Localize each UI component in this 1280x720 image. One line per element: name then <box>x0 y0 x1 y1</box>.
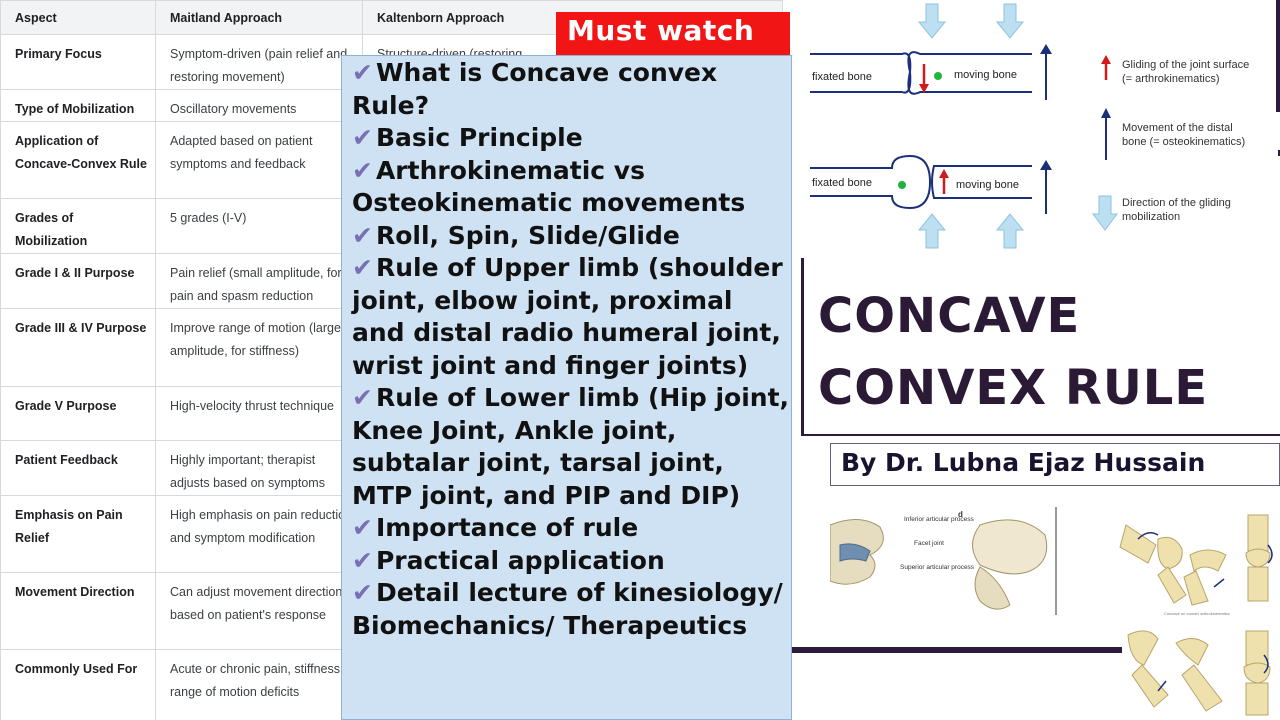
maitland-cell: Symptom-driven (pain relief and restorin… <box>155 34 363 90</box>
frame-edge <box>1276 0 1280 112</box>
topics-panel: ✔What is Concave convex Rule? ✔Basic Pri… <box>341 55 792 720</box>
bone-model-icon <box>1119 514 1271 716</box>
maitland-cell: Can adjust movement direction based on p… <box>155 572 363 650</box>
panel-letter: d <box>958 510 963 519</box>
aspect-cell: Grade III & IV Purpose <box>0 308 156 387</box>
fixated-bone-label: fixated bone <box>812 71 872 83</box>
must-watch-badge: Must watch <box>556 12 790 56</box>
vertebra-icon <box>829 519 1048 610</box>
maitland-cell: High-velocity thrust technique <box>155 386 363 441</box>
maitland-cell: 5 grades (I-V) <box>155 198 363 254</box>
lower-joint-figure <box>810 154 1047 214</box>
joint-illustrations: Concave on convex arthrokinematics <box>1118 505 1280 720</box>
red-arrowhead-icon <box>1101 55 1111 64</box>
check-icon: ✔ <box>352 513 373 542</box>
topic-item: ✔Rule of Upper limb (shoulder joint, elb… <box>352 252 791 382</box>
aspect-cell: Grade I & II Purpose <box>0 253 156 309</box>
legend-direction-line1: Direction of the gliding <box>1122 197 1231 209</box>
topic-text: Importance of rule <box>375 513 639 542</box>
topic-text: Practical application <box>375 545 665 575</box>
legend-gliding-line1: Gliding of the joint surface <box>1122 59 1249 71</box>
legend-movement-line2: bone (= osteokinematics) <box>1122 136 1245 148</box>
aspect-cell: Type of Mobilization <box>0 89 156 122</box>
author-name: By Dr. Lubna Ejaz Hussain <box>841 448 1206 477</box>
rotation-axis-dot <box>898 181 906 189</box>
maitland-cell: Improve range of motion (larger amplitud… <box>155 308 363 387</box>
author-block: By Dr. Lubna Ejaz Hussain <box>830 443 1280 486</box>
topic-text: What is Concave convex Rule? <box>352 58 718 120</box>
inferior-process-label: Inferior articular process <box>904 516 974 523</box>
topic-text: Roll, Spin, Slide/Glide <box>375 220 680 250</box>
column-header-aspect[interactable]: Aspect <box>0 0 156 35</box>
check-icon: ✔ <box>352 220 373 250</box>
topic-text: Arthrokinematic vs Osteokinematic moveme… <box>352 155 746 218</box>
check-icon: ✔ <box>352 155 373 185</box>
topic-item: ✔Arthrokinematic vs Osteokinematic movem… <box>352 155 791 220</box>
topic-item: ✔Basic Principle <box>352 122 791 155</box>
topic-item: ✔What is Concave convex Rule? <box>352 57 791 122</box>
mobilization-arrow-icon <box>917 213 1025 249</box>
topic-item: ✔Roll, Spin, Slide/Glide <box>352 220 791 253</box>
illustration-gap <box>1118 617 1280 621</box>
moving-bone-label: moving bone <box>954 69 1017 81</box>
topic-item: ✔Detail lecture of kinesiology/ Biomecha… <box>352 577 791 642</box>
fixated-bone-label: fixated bone <box>812 177 872 189</box>
maitland-cell: Oscillatory movements <box>155 89 363 122</box>
facet-joint-label: Facet joint <box>914 540 944 547</box>
mobilization-arrow-icon <box>917 3 1025 39</box>
legend-direction-line2: mobilization <box>1122 211 1180 223</box>
check-icon: ✔ <box>352 383 373 412</box>
topic-item: ✔Importance of rule <box>352 512 791 545</box>
topic-item: ✔Rule of Lower limb (Hip joint, Knee Joi… <box>352 382 791 512</box>
legend-gliding-line2: (= arthrokinematics) <box>1122 73 1220 85</box>
up-arrow-icon <box>1040 160 1052 170</box>
topic-item: ✔Practical application <box>352 545 791 578</box>
aspect-cell: Emphasis on Pain Relief <box>0 495 156 573</box>
aspect-cell: Application of Concave-Convex Rule <box>0 121 156 199</box>
up-arrow-icon <box>1040 44 1052 54</box>
check-icon: ✔ <box>352 58 373 87</box>
glide-arrowhead-icon <box>919 84 929 93</box>
check-icon: ✔ <box>352 545 373 575</box>
mobilization-legend-icon <box>1092 195 1118 231</box>
direction-arrow-icon <box>1137 532 1273 692</box>
joint-diagram-svg: fixated bone moving bone fixated bone mo… <box>810 0 1280 249</box>
topic-text: Rule of Lower limb (Hip joint, Knee Join… <box>352 383 790 510</box>
check-icon: ✔ <box>352 253 373 282</box>
aspect-cell: Grades of Mobilization <box>0 198 156 254</box>
superior-process-label: Superior articular process <box>900 564 975 571</box>
glide-arrowhead-icon <box>939 169 949 178</box>
check-icon: ✔ <box>352 578 373 607</box>
upper-joint-figure <box>810 48 1047 100</box>
maitland-cell: Adapted based on patient symptoms and fe… <box>155 121 363 199</box>
title-line-1: CONCAVE <box>818 288 1081 344</box>
title-block: CONCAVE CONVEX RULE <box>801 258 1280 436</box>
illustration-caption: Concave on convex arthrokinematics <box>1164 611 1230 616</box>
aspect-cell: Movement Direction <box>0 572 156 650</box>
title-line-2: CONVEX RULE <box>818 360 1209 416</box>
legend-movement-line1: Movement of the distal <box>1122 122 1233 134</box>
divider-bar <box>792 647 1122 653</box>
spine-illustration: Inferior articular process Facet joint S… <box>829 505 1060 620</box>
maitland-cell: Acute or chronic pain, stiffness, range … <box>155 649 363 720</box>
topic-text: Detail lecture of kinesiology/ Biomechan… <box>352 578 783 640</box>
rotation-axis-dot <box>934 72 942 80</box>
joint-diagram: fixated bone moving bone fixated bone mo… <box>792 0 1280 258</box>
aspect-cell: Primary Focus <box>0 34 156 90</box>
maitland-cell: Highly important; therapist adjusts base… <box>155 440 363 496</box>
check-icon: ✔ <box>352 123 373 152</box>
column-header-maitland[interactable]: Maitland Approach <box>155 0 363 35</box>
aspect-cell: Grade V Purpose <box>0 386 156 441</box>
maitland-cell: High emphasis on pain reduction and symp… <box>155 495 363 573</box>
topic-text: Rule of Upper limb (shoulder joint, elbo… <box>352 253 783 380</box>
topic-text: Basic Principle <box>375 123 583 152</box>
blue-arrowhead-icon <box>1101 108 1111 118</box>
aspect-cell: Commonly Used For <box>0 649 156 720</box>
moving-bone-label: moving bone <box>956 179 1019 191</box>
maitland-cell: Pain relief (small amplitude, for pain a… <box>155 253 363 309</box>
aspect-cell: Patient Feedback <box>0 440 156 496</box>
frame-edge <box>1278 150 1280 156</box>
diagram-legend: Gliding of the joint surface (= arthroki… <box>1092 55 1249 231</box>
